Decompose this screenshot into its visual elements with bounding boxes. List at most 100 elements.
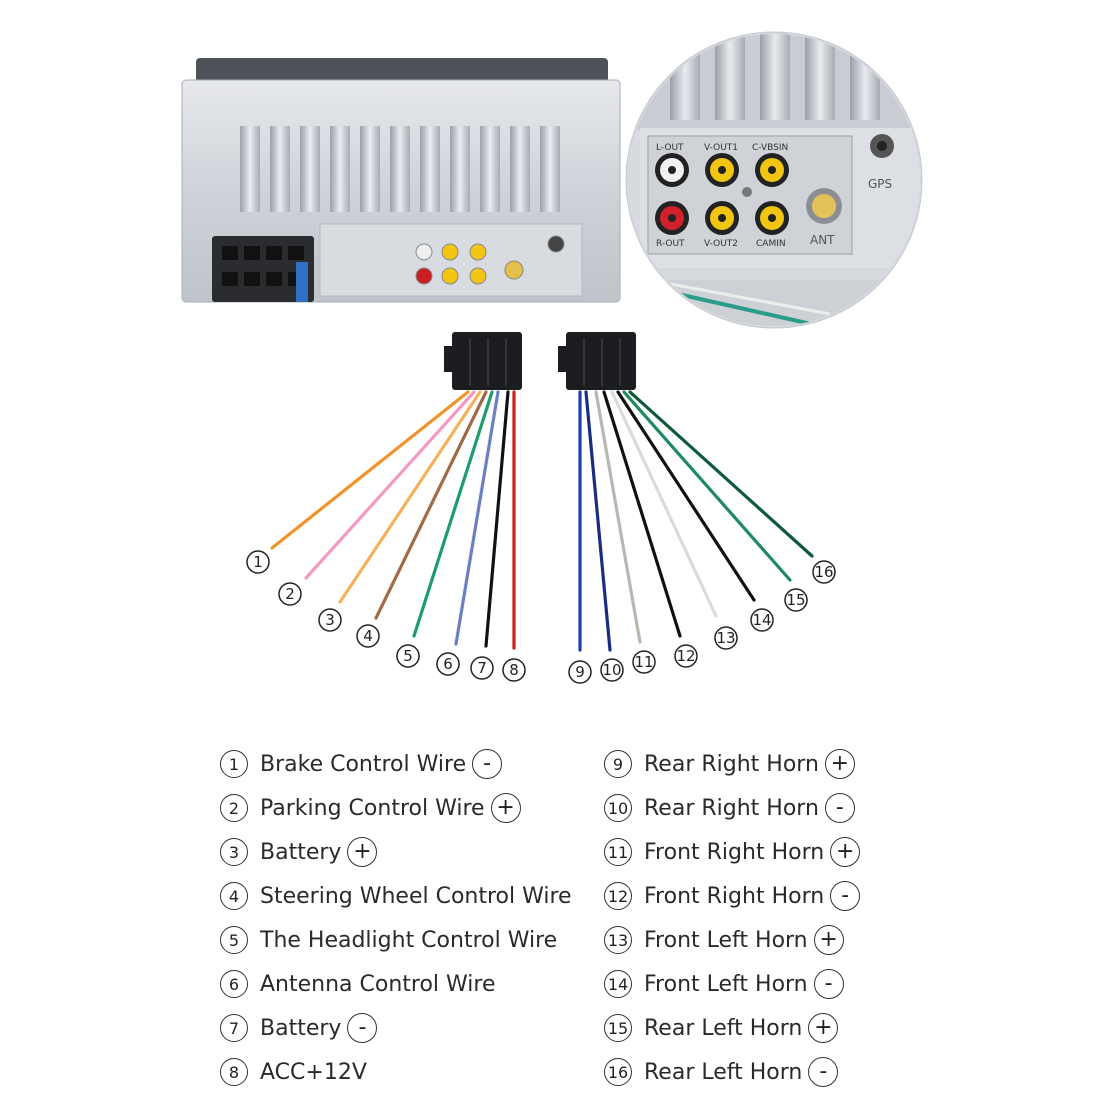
polarity-icon: + bbox=[490, 793, 521, 823]
plug-left bbox=[444, 332, 522, 390]
wire-badge: 7 bbox=[470, 656, 494, 680]
legend-item: 2 Parking Control Wire+ bbox=[220, 786, 640, 830]
wire-badge: 16 bbox=[812, 560, 836, 584]
svg-text:16: 16 bbox=[814, 563, 833, 581]
legend-label: Front Right Horn bbox=[644, 883, 825, 909]
legend-label: Rear Left Horn bbox=[644, 1015, 803, 1041]
svg-text:1: 1 bbox=[253, 553, 263, 571]
wire-badge: 6 bbox=[436, 652, 460, 676]
legend-label: Battery bbox=[260, 1015, 342, 1041]
legend-number: 3 bbox=[220, 838, 248, 866]
wire-1 bbox=[270, 390, 470, 550]
polarity-icon: + bbox=[808, 1013, 839, 1043]
wires bbox=[270, 390, 814, 652]
wire-badge: 15 bbox=[784, 588, 808, 612]
iso-connector-socket bbox=[212, 236, 314, 302]
svg-text:9: 9 bbox=[575, 663, 585, 681]
svg-text:6: 6 bbox=[443, 655, 453, 673]
wire-3 bbox=[338, 390, 482, 604]
wire-6 bbox=[454, 390, 500, 646]
legend-label: Rear Right Horn bbox=[644, 751, 819, 777]
port-label-c-vbsin: C-VBSIN bbox=[752, 143, 788, 153]
wire-13 bbox=[610, 390, 718, 618]
legend-number: 4 bbox=[220, 882, 248, 910]
legend-number: 1 bbox=[220, 750, 248, 778]
polarity-icon: - bbox=[824, 793, 855, 823]
port-label-v-out1: V-OUT1 bbox=[704, 143, 738, 153]
wire-badge: 2 bbox=[278, 582, 302, 606]
legend-label: Front Left Horn bbox=[644, 971, 808, 997]
legend-label: Parking Control Wire bbox=[260, 795, 485, 821]
svg-text:14: 14 bbox=[752, 611, 771, 629]
legend-number: 5 bbox=[220, 926, 248, 954]
port-label-v-out2: V-OUT2 bbox=[704, 239, 738, 249]
wire-2 bbox=[304, 390, 476, 580]
head-unit-rear bbox=[181, 58, 621, 303]
rca-ports-small bbox=[415, 235, 565, 285]
polarity-icon: - bbox=[347, 1013, 378, 1043]
legend-number: 8 bbox=[220, 1058, 248, 1086]
svg-text:10: 10 bbox=[602, 661, 621, 679]
wire-badge: 13 bbox=[714, 626, 738, 650]
wire-badge: 10 bbox=[600, 658, 624, 682]
wire-badge: 8 bbox=[502, 658, 526, 682]
legend-item: 6 Antenna Control Wire bbox=[220, 962, 640, 1006]
port-label-l-out: L-OUT bbox=[656, 143, 684, 153]
svg-text:8: 8 bbox=[509, 661, 519, 679]
wire-badge: 11 bbox=[632, 650, 656, 674]
svg-text:15: 15 bbox=[786, 591, 805, 609]
legend-label: Rear Right Horn bbox=[644, 795, 819, 821]
legend-number: 6 bbox=[220, 970, 248, 998]
legend-number: 16 bbox=[604, 1058, 632, 1086]
polarity-icon: + bbox=[347, 837, 378, 867]
legend-label: Antenna Control Wire bbox=[260, 971, 496, 997]
wire-badge: 3 bbox=[318, 608, 342, 632]
legend-number: 9 bbox=[604, 750, 632, 778]
svg-text:5: 5 bbox=[403, 647, 413, 665]
polarity-icon: - bbox=[813, 969, 844, 999]
wire-4 bbox=[374, 390, 488, 620]
wire-7 bbox=[484, 390, 510, 648]
legend-label: Front Left Horn bbox=[644, 927, 808, 953]
svg-text:7: 7 bbox=[477, 659, 487, 677]
wire-12 bbox=[602, 390, 682, 638]
port-label-ant: ANT bbox=[810, 233, 835, 247]
wire-16 bbox=[628, 390, 814, 558]
legend-item: 13 Front Left Horn+ bbox=[604, 918, 1024, 962]
svg-text:4: 4 bbox=[363, 627, 373, 645]
legend-item: 4 Steering Wheel Control Wire bbox=[220, 874, 640, 918]
legend-item: 10 Rear Right Horn- bbox=[604, 786, 1024, 830]
legend-label: Battery bbox=[260, 839, 342, 865]
legend-label: Steering Wheel Control Wire bbox=[260, 883, 572, 909]
wire-badge: 12 bbox=[674, 644, 698, 668]
rca-ports-closeup bbox=[655, 134, 894, 235]
heatsink-fins bbox=[240, 126, 560, 212]
svg-text:2: 2 bbox=[285, 585, 295, 603]
wire-badge: 4 bbox=[356, 624, 380, 648]
port-closeup: L-OUT V-OUT1 C-VBSIN R-OUT V-OUT2 CAMIN … bbox=[625, 31, 923, 329]
svg-text:11: 11 bbox=[634, 653, 653, 671]
plug-right bbox=[558, 332, 636, 390]
polarity-icon: + bbox=[813, 925, 844, 955]
wire-11 bbox=[594, 390, 642, 644]
wire-5 bbox=[412, 390, 494, 638]
legend-number: 13 bbox=[604, 926, 632, 954]
port-label-gps: GPS bbox=[868, 177, 892, 191]
legend-item: 3 Battery+ bbox=[220, 830, 640, 874]
legend-number: 10 bbox=[604, 794, 632, 822]
wire-badge: 9 bbox=[568, 660, 592, 684]
polarity-icon: + bbox=[830, 837, 861, 867]
polarity-icon: - bbox=[808, 1057, 839, 1087]
legend-number: 12 bbox=[604, 882, 632, 910]
legend-number: 2 bbox=[220, 794, 248, 822]
wire-14 bbox=[616, 390, 756, 602]
polarity-icon: - bbox=[472, 749, 503, 779]
